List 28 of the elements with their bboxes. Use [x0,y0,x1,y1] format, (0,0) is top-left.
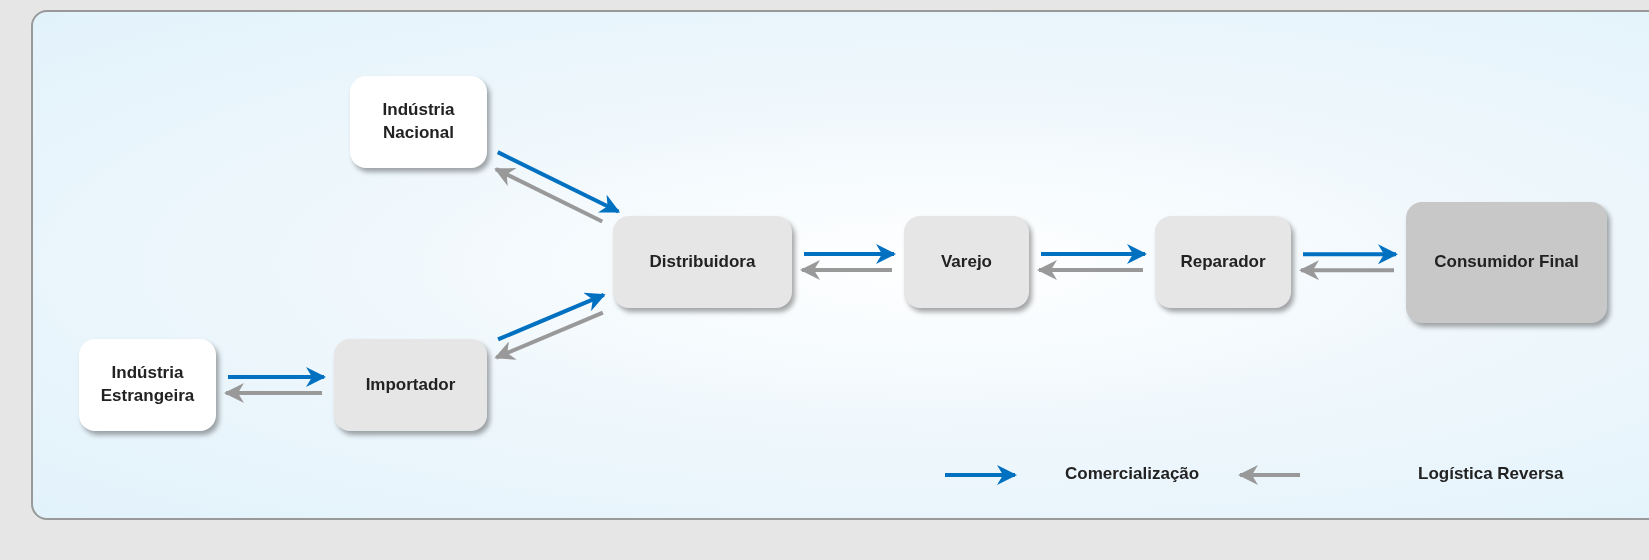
arrow [1037,260,1143,280]
arrow [224,383,322,403]
arrow [497,292,606,342]
arrow [1299,260,1394,281]
node-label: Indústria Nacional [381,99,456,144]
legend-label: Comercialização [1065,464,1200,484]
node-label: Varejo [940,250,992,273]
process-box [1155,216,1291,308]
arrow [496,150,621,214]
process-box [79,339,216,431]
process-box [1406,202,1607,323]
arrow [228,367,326,387]
node-label: Consumidor Final [1434,251,1579,274]
arrow [494,310,604,360]
legend-label: Logística Reversa [1418,464,1564,484]
arrow [1303,244,1398,265]
process-box [613,216,792,308]
arrow [800,260,892,280]
process-box [350,76,487,168]
node-label: Distribuidora [649,250,756,273]
process-box [904,216,1029,308]
node-label: Reparador [1180,250,1266,273]
node-label: Importador [365,373,456,396]
process-box [334,339,487,431]
node-label: Indústria Estrangeira [99,362,196,407]
arrow [494,167,604,224]
arrow [804,244,896,264]
arrow [1041,244,1147,264]
